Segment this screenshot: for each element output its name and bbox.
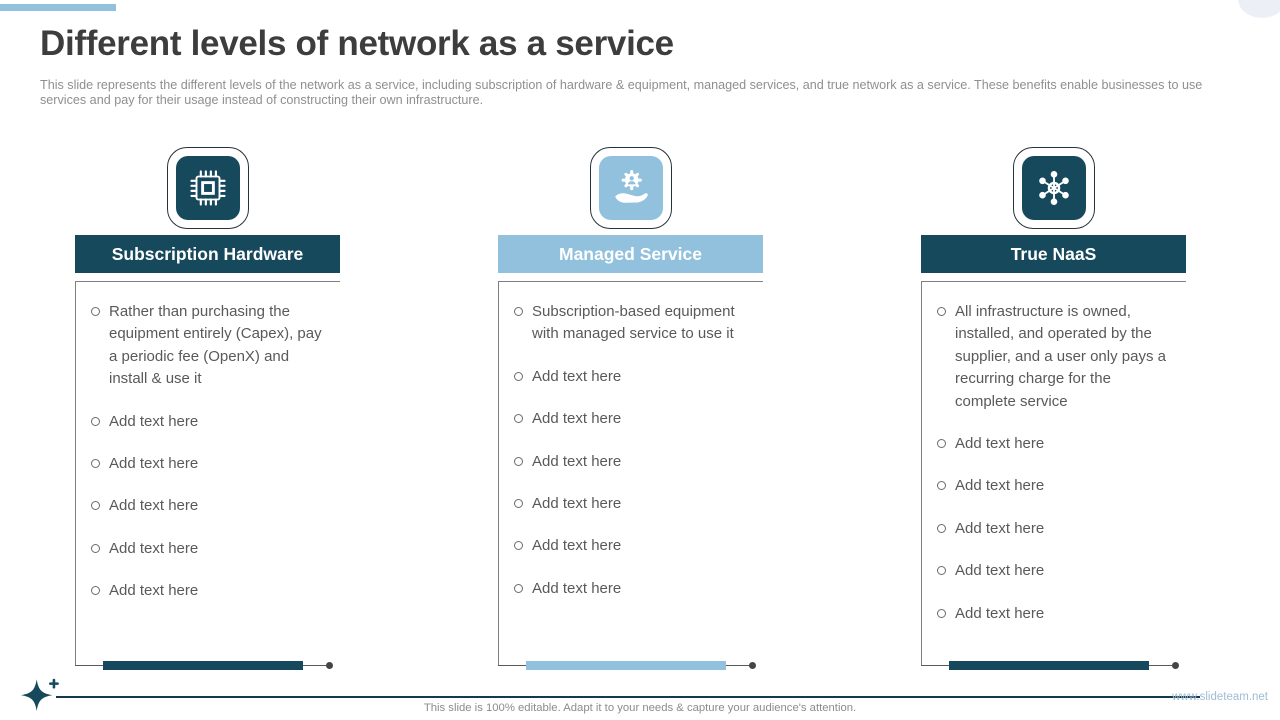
bullet-item: Add text here	[512, 535, 747, 557]
bullet-text: Add text here	[955, 604, 1045, 622]
bullet-circle-icon	[91, 459, 100, 469]
bullet-item: Add text here	[512, 578, 747, 600]
bullet-text: Add text here	[955, 562, 1045, 580]
bullet-item: Add text here	[512, 451, 747, 473]
bullet-text: Add text here	[532, 452, 622, 470]
bullet-circle-icon	[91, 586, 100, 596]
bullet-item: Add text here	[89, 538, 324, 560]
bullet-circle-icon	[91, 416, 100, 426]
bullet-item: Add text here	[512, 408, 747, 430]
icon-tile	[598, 156, 663, 220]
icon-frame	[589, 147, 672, 229]
slide-description: This slide represents the different leve…	[40, 78, 1203, 107]
bullet-item: Add text here	[89, 495, 324, 517]
bullet-circle-icon	[514, 541, 523, 551]
bullet-circle-icon	[937, 523, 946, 533]
bullet-text: All infrastructure is owned, installed, …	[955, 303, 1166, 410]
chip-icon	[189, 170, 226, 206]
accent-bar	[949, 661, 1149, 670]
bullet-circle-icon	[514, 456, 523, 466]
bullet-circle-icon	[91, 307, 100, 316]
column-header: Managed Service	[498, 235, 763, 273]
bullet-text: Add text here	[109, 582, 199, 600]
bullet-text: Add text here	[955, 519, 1045, 537]
bullet-text: Add text here	[109, 539, 199, 557]
column-subscription-hardware: Subscription Hardware Rather than purcha…	[75, 147, 340, 670]
bullet-item: All infrastructure is owned, installed, …	[935, 301, 1170, 413]
network-hub-icon	[1038, 171, 1069, 205]
hand-gear-icon	[614, 169, 648, 203]
column-true-naas: True NaaS All infrastructure is owned, i…	[921, 147, 1186, 670]
bullet-text: Add text here	[532, 579, 622, 597]
sparkle-star-icon	[20, 678, 59, 711]
accent-bar	[103, 661, 303, 670]
bullet-circle-icon	[514, 583, 523, 593]
bullet-text: Add text here	[109, 455, 199, 473]
icon-frame	[1012, 147, 1095, 229]
icon-tile	[175, 156, 240, 220]
bullet-circle-icon	[514, 414, 523, 424]
bullet-circle-icon	[514, 307, 523, 316]
column-header: True NaaS	[921, 235, 1186, 273]
page-title: Different levels of network as a service	[40, 24, 674, 63]
footer-divider-line	[56, 696, 1200, 698]
bullet-circle-icon	[937, 307, 946, 316]
bullet-item: Add text here	[935, 603, 1170, 625]
bullet-text: Add text here	[955, 435, 1045, 453]
bullet-circle-icon	[514, 499, 523, 509]
bullet-text: Add text here	[532, 537, 622, 555]
footer-note: This slide is 100% editable. Adapt it to…	[423, 702, 857, 714]
website-link[interactable]: www.slideteam.net	[1172, 691, 1268, 703]
bullet-list: Rather than purchasing the equipment ent…	[89, 301, 324, 603]
bullet-item: Rather than purchasing the equipment ent…	[89, 301, 324, 391]
column-body: Rather than purchasing the equipment ent…	[75, 281, 340, 670]
icon-frame	[166, 147, 249, 229]
bullet-circle-icon	[937, 566, 946, 576]
bullet-item: Add text here	[935, 475, 1170, 497]
connector-dot	[749, 662, 756, 669]
bullet-item: Add text here	[89, 411, 324, 433]
bullet-item: Subscription-based equipment with manage…	[512, 301, 747, 346]
column-managed-service: Managed Service Subscription-based equip…	[498, 147, 763, 670]
bullet-item: Add text here	[89, 580, 324, 602]
corner-decoration	[1238, 0, 1280, 18]
bullet-text: Rather than purchasing the equipment ent…	[109, 303, 322, 388]
column-body: Subscription-based equipment with manage…	[498, 281, 763, 670]
bullet-circle-icon	[937, 439, 946, 449]
bullet-item: Add text here	[935, 433, 1170, 455]
bullet-circle-icon	[937, 608, 946, 618]
bullet-text: Add text here	[109, 497, 199, 515]
accent-bar	[526, 661, 726, 670]
bullet-item: Add text here	[512, 366, 747, 388]
bullet-text: Add text here	[532, 495, 622, 513]
bullet-item: Add text here	[935, 560, 1170, 582]
column-header: Subscription Hardware	[75, 235, 340, 273]
bullet-text: Add text here	[109, 412, 199, 430]
connector-dot	[1172, 662, 1179, 669]
top-accent-bar	[0, 4, 116, 11]
connector-dot	[326, 662, 333, 669]
bullet-text: Subscription-based equipment with manage…	[532, 303, 735, 343]
bullet-circle-icon	[91, 543, 100, 553]
bullet-list: Subscription-based equipment with manage…	[512, 301, 747, 600]
bullet-item: Add text here	[935, 518, 1170, 540]
bullet-text: Add text here	[532, 410, 622, 428]
bullet-text: Add text here	[532, 367, 622, 385]
column-body: All infrastructure is owned, installed, …	[921, 281, 1186, 670]
bullet-text: Add text here	[955, 477, 1045, 495]
bullet-list: All infrastructure is owned, installed, …	[935, 301, 1170, 625]
bullet-circle-icon	[91, 501, 100, 511]
bullet-circle-icon	[937, 481, 946, 491]
icon-tile	[1021, 156, 1086, 220]
bullet-circle-icon	[514, 371, 523, 381]
bullet-item: Add text here	[89, 453, 324, 475]
bullet-item: Add text here	[512, 493, 747, 515]
